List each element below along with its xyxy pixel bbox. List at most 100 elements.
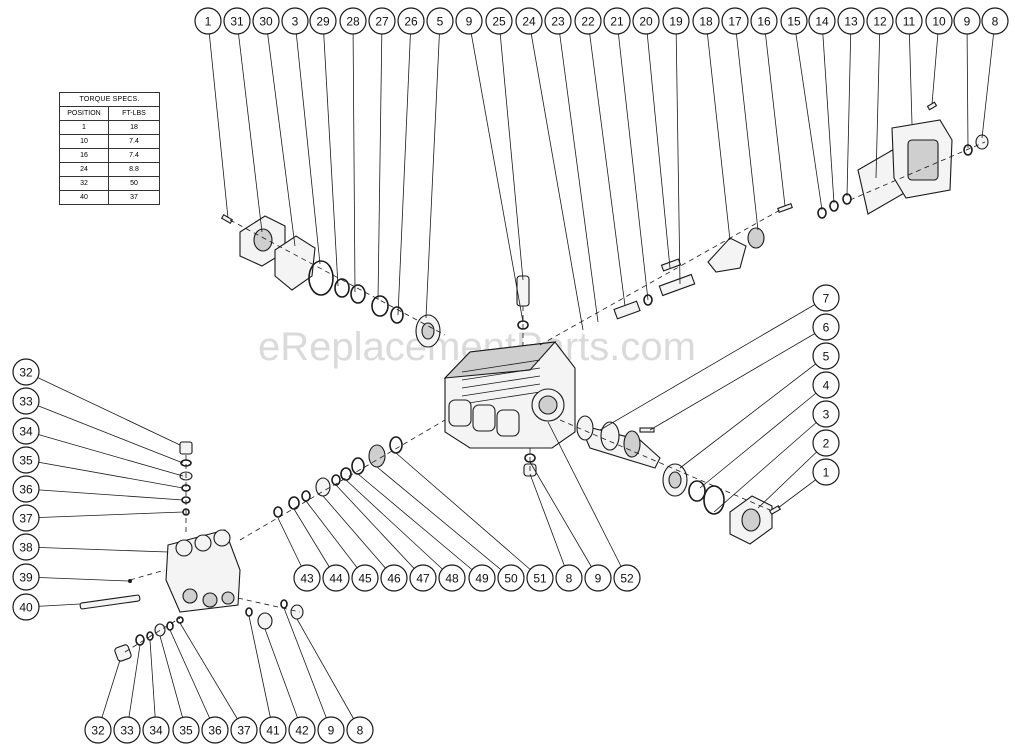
callout-number: 44: [329, 572, 343, 586]
o-ring-41: [245, 607, 253, 617]
callout-number: 8: [992, 15, 999, 29]
leader-line: [397, 20, 412, 316]
callout-number: 15: [787, 15, 801, 29]
callout-number: 1: [205, 15, 212, 29]
callout-number: 48: [445, 572, 459, 586]
bearing-cover-right: [729, 495, 773, 545]
leader-line: [179, 622, 245, 731]
seat-bottom: [176, 616, 184, 624]
leader-line: [322, 495, 395, 579]
torque-position: 32: [59, 176, 109, 191]
valve-plug-top: [179, 441, 193, 455]
o-ring-right: [703, 485, 725, 515]
callout-9: 9: [317, 716, 345, 744]
leader-line: [793, 20, 823, 211]
callout-4: 4: [812, 371, 840, 399]
callout-21: 21: [603, 7, 631, 35]
valve-plug-bottom: [114, 644, 132, 662]
plug-8b: [290, 604, 304, 620]
callout-25: 25: [485, 7, 513, 35]
callout-47: 47: [409, 564, 437, 592]
rod-bolt: [777, 203, 793, 213]
leader-line: [705, 20, 731, 241]
leader-line: [734, 20, 759, 231]
leader-line: [425, 20, 441, 319]
callout-number: 21: [610, 15, 624, 29]
callout-number: 9: [964, 15, 971, 29]
valve-bottom: [146, 631, 154, 641]
callout-36: 36: [201, 716, 229, 744]
callout-number: 13: [844, 15, 858, 29]
callout-number: 8: [566, 572, 573, 586]
callout-12: 12: [866, 7, 894, 35]
callout-42: 42: [288, 716, 316, 744]
callout-number: 50: [504, 572, 518, 586]
callout-7: 7: [812, 284, 840, 312]
callout-number: 36: [208, 724, 222, 738]
callout-number: 49: [475, 572, 489, 586]
callout-number: 2: [823, 437, 830, 451]
leader-line: [25, 511, 184, 519]
callout-9: 9: [455, 7, 483, 35]
leader-line: [296, 618, 361, 731]
torque-value: 7.4: [108, 134, 160, 149]
callout-number: 22: [581, 15, 595, 29]
callout-52: 52: [613, 564, 641, 592]
callout-number: 5: [437, 15, 444, 29]
leader-lines: [25, 20, 996, 731]
leader-line: [25, 400, 184, 464]
plug-42: [257, 612, 273, 630]
leader-line: [294, 20, 321, 265]
callout-31: 31: [223, 7, 251, 35]
callout-number: 17: [728, 15, 742, 29]
leader-line: [357, 473, 483, 579]
callout-number: 14: [815, 15, 829, 29]
callout-number: 38: [19, 541, 33, 555]
key: [639, 427, 655, 433]
callout-number: 35: [19, 454, 33, 468]
callout-43: 43: [293, 564, 321, 592]
leader-line: [248, 615, 274, 731]
callout-27: 27: [368, 7, 396, 35]
leader-line: [757, 442, 827, 509]
callout-number: 20: [639, 15, 653, 29]
callout-number: 52: [620, 572, 634, 586]
leader-line: [25, 371, 181, 446]
leader-line: [528, 20, 584, 331]
crankcase: [443, 341, 576, 449]
leader-line: [557, 20, 599, 323]
leader-line: [335, 484, 424, 579]
callout-number: 51: [533, 572, 547, 586]
callout-number: 31: [230, 15, 244, 29]
callout-number: 7: [823, 292, 830, 306]
callout-number: 23: [551, 15, 565, 29]
gasket-left: [274, 235, 316, 291]
leader-line: [159, 635, 187, 731]
callout-number: 46: [387, 572, 401, 586]
washer-left: [390, 306, 404, 324]
leader-line: [931, 20, 940, 105]
leader-line: [645, 20, 671, 269]
callout-number: 34: [149, 724, 163, 738]
torque-value: 37: [108, 190, 160, 205]
callout-45: 45: [351, 564, 379, 592]
callout-32: 32: [84, 716, 112, 744]
callout-number: 16: [757, 15, 771, 29]
leader-line: [169, 629, 216, 731]
torque-value: 18: [108, 120, 160, 135]
torque-value: 8.8: [108, 162, 160, 177]
leader-line: [713, 413, 827, 513]
callout-3: 3: [812, 400, 840, 428]
leader-line: [675, 20, 681, 285]
callout-6: 6: [812, 313, 840, 341]
callout-8: 8: [346, 716, 374, 744]
leader-line: [599, 297, 827, 431]
rear-screw: [926, 101, 938, 111]
callout-20: 20: [632, 7, 660, 35]
